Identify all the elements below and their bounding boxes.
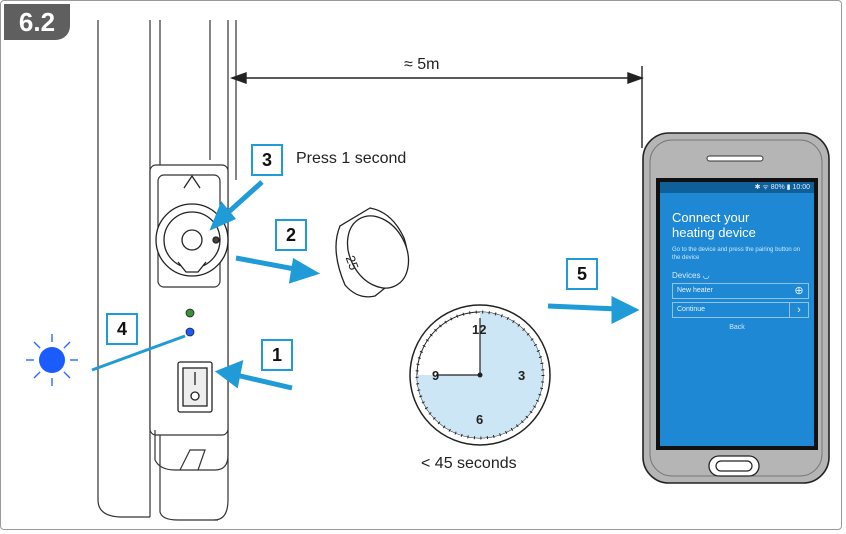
step-5-badge: 5 xyxy=(566,258,598,290)
app-title: Connect your heating device xyxy=(672,210,814,240)
chevron-right-icon[interactable]: › xyxy=(789,303,808,317)
new-heater-label: New heater xyxy=(677,287,713,294)
continue-button[interactable]: Continue › xyxy=(672,302,809,318)
clock-icon: 12 3 6 9 xyxy=(409,304,551,446)
green-led-icon xyxy=(185,308,195,318)
step4-pointer xyxy=(91,334,186,372)
step-arrows xyxy=(209,180,640,391)
thermostat-number: 25 xyxy=(343,253,362,272)
section-badge: 6.2 xyxy=(4,4,70,40)
back-link[interactable]: Back xyxy=(729,324,745,331)
power-switch-icon xyxy=(177,361,213,413)
pairing-button-icon xyxy=(155,174,229,277)
continue-label: Continue xyxy=(677,306,706,313)
status-bar: ✱ ᯤ 80% ▮ 10:00 xyxy=(660,182,814,193)
clock-9: 9 xyxy=(432,368,439,383)
new-heater-row[interactable]: New heater ⊕ xyxy=(672,283,809,299)
add-icon[interactable]: ⊕ xyxy=(794,285,804,297)
devices-label: Devices ◡ xyxy=(672,271,710,280)
step-3-badge: 3 xyxy=(251,144,283,176)
clock-6: 6 xyxy=(476,412,483,427)
distance-arrow xyxy=(229,66,645,148)
app-subtitle: Go to the device and press the pairing b… xyxy=(672,247,801,261)
thermostat-knob-icon: 25 xyxy=(335,207,410,298)
app-title-line2: heating device xyxy=(672,225,756,240)
step-3-text: Press 1 second xyxy=(296,150,407,167)
blue-light-icon xyxy=(26,334,78,386)
step-4-badge: 4 xyxy=(106,313,138,345)
distance-label: ≈ 5m xyxy=(404,56,440,73)
clock-3: 3 xyxy=(518,368,525,383)
blue-led-icon xyxy=(185,327,195,337)
timer-label: < 45 seconds xyxy=(421,455,517,472)
app-title-line1: Connect your xyxy=(672,210,750,225)
clock-12: 12 xyxy=(472,322,486,337)
step-1-badge: 1 xyxy=(261,339,293,371)
phone-screen: ✱ ᯤ 80% ▮ 10:00 Connect your heating dev… xyxy=(660,182,814,446)
step-2-badge: 2 xyxy=(275,219,307,251)
wall-bracket xyxy=(154,430,229,471)
